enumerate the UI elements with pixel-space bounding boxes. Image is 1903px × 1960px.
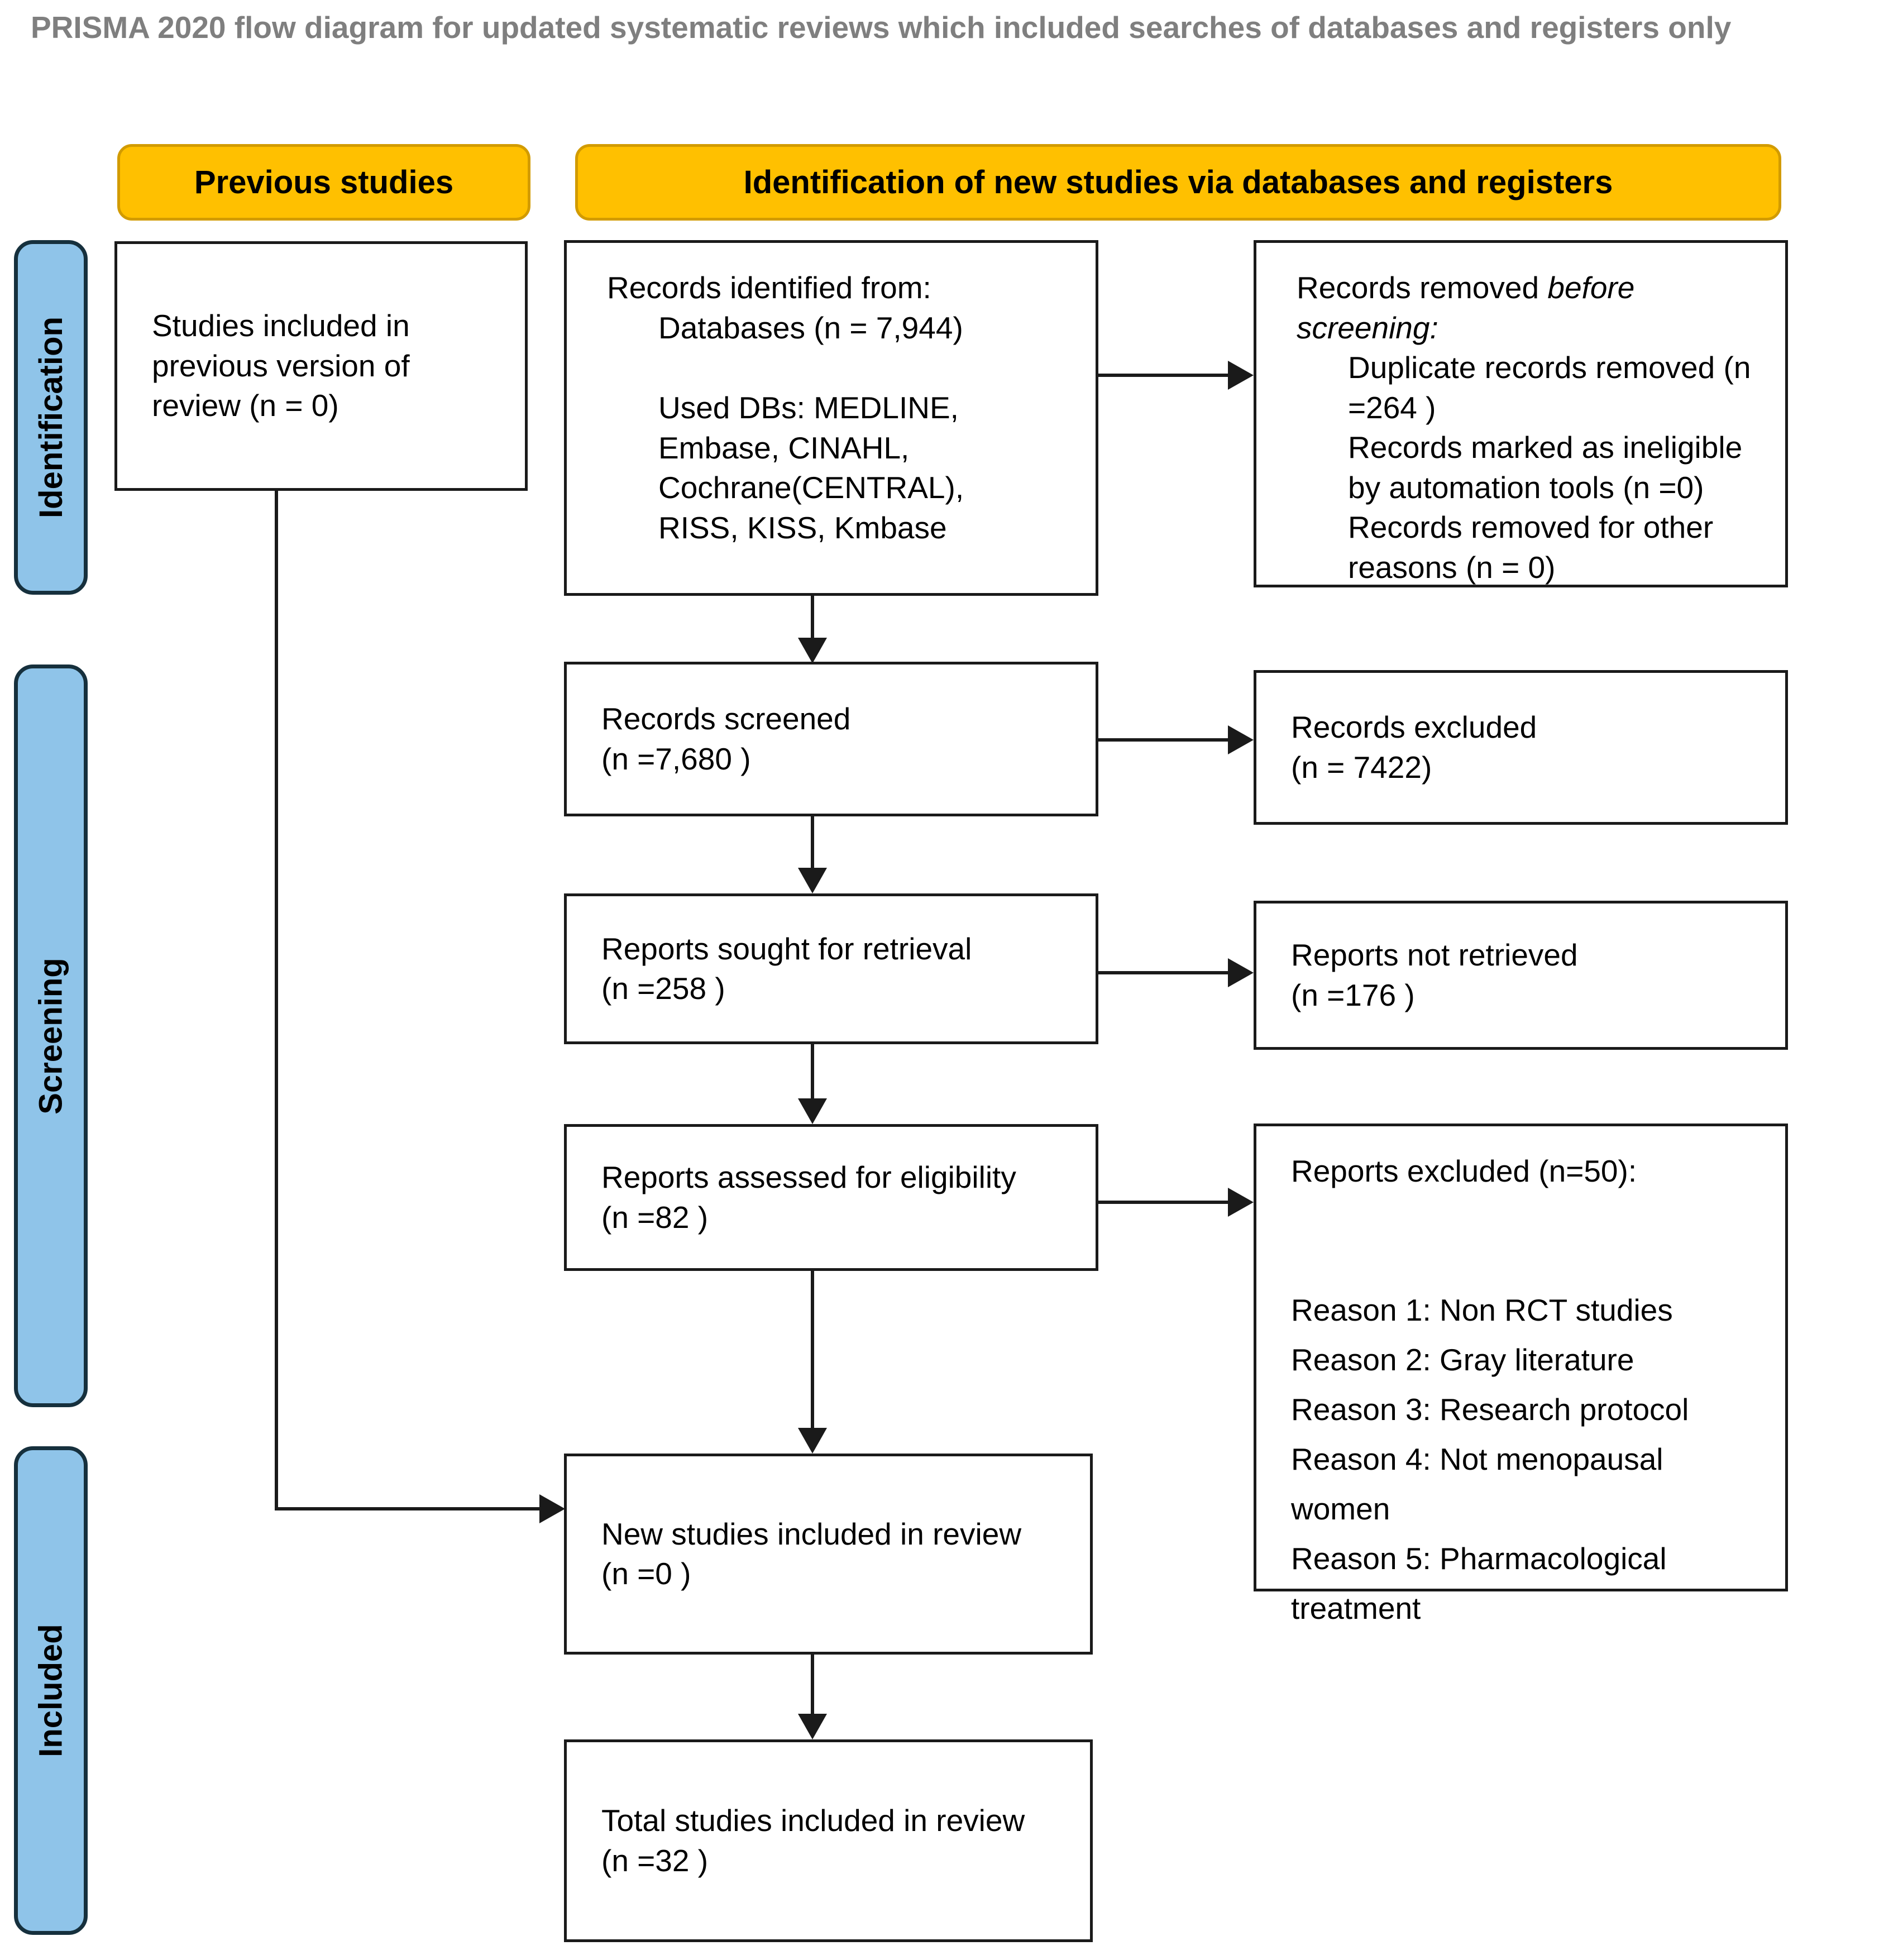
arrow-line — [1097, 1201, 1230, 1204]
records-screened-count: (n =7,680 ) — [601, 741, 751, 776]
records-removed-item-duplicates: Duplicate records removed (n =264 ) — [1348, 350, 1751, 425]
reports-excluded-heading: Reports excluded (n=50): — [1291, 1154, 1637, 1188]
total-included-count: (n =32 ) — [601, 1843, 709, 1878]
total-included-label: Total studies included in review — [601, 1803, 1025, 1838]
arrowhead-right-icon — [539, 1494, 565, 1523]
arrowhead-right-icon — [1228, 361, 1254, 390]
arrow-line-vertical — [275, 489, 278, 1510]
box-reports-assessed: Reports assessed for eligibility (n =82 … — [564, 1124, 1098, 1271]
box-new-included: New studies included in review (n =0 ) — [564, 1454, 1093, 1655]
exclusion-reason-2: Reason 2: Gray literature — [1291, 1342, 1634, 1377]
records-removed-item-automation: Records marked as ineligible by automati… — [1348, 430, 1743, 505]
column-header-new-studies-label: Identification of new studies via databa… — [743, 164, 1613, 200]
stage-included-label: Included — [32, 1624, 69, 1757]
reports-sought-label: Reports sought for retrieval — [601, 931, 972, 966]
box-previous-version-text: Studies included in previous version of … — [152, 308, 410, 423]
arrow-line — [811, 593, 814, 639]
reports-sought-count: (n =258 ) — [601, 971, 725, 1006]
new-included-count: (n =0 ) — [601, 1556, 691, 1591]
page-title: PRISMA 2020 flow diagram for updated sys… — [31, 10, 1732, 45]
exclusion-reason-5: Reason 5: Pharmacological treatment — [1291, 1541, 1667, 1626]
records-removed-intro-italic: before screening — [1297, 270, 1635, 345]
records-identified-line1: Records identified from: — [607, 270, 931, 305]
reports-excluded-reasons: Reason 1: Non RCT studies Reason 2: Gray… — [1291, 1285, 1766, 1634]
reports-not-retrieved-label: Reports not retrieved — [1291, 938, 1578, 972]
arrow-line — [811, 814, 814, 870]
arrowhead-down-icon — [798, 1714, 827, 1739]
box-reports-sought: Reports sought for retrieval (n =258 ) — [564, 893, 1098, 1044]
arrow-line — [811, 1043, 814, 1100]
records-removed-item-other: Records removed for other reasons (n = 0… — [1348, 510, 1714, 585]
box-records-excluded: Records excluded (n = 7422) — [1254, 670, 1788, 825]
arrowhead-right-icon — [1228, 958, 1254, 987]
records-excluded-label: Records excluded — [1291, 710, 1537, 744]
column-header-previous-studies-label: Previous studies — [194, 164, 454, 200]
arrowhead-down-icon — [798, 1428, 827, 1454]
arrow-line — [1097, 374, 1230, 377]
arrowhead-down-icon — [798, 868, 827, 893]
box-records-screened: Records screened (n =7,680 ) — [564, 662, 1098, 816]
stage-screening-label: Screening — [32, 957, 69, 1115]
arrowhead-down-icon — [798, 1098, 827, 1124]
box-records-identified: Records identified from: Databases (n = … — [564, 240, 1098, 596]
box-reports-not-retrieved: Reports not retrieved (n =176 ) — [1254, 901, 1788, 1050]
box-total-included: Total studies included in review (n =32 … — [564, 1739, 1093, 1942]
box-previous-version: Studies included in previous version of … — [114, 241, 528, 491]
stage-screening: Screening — [14, 665, 88, 1407]
stage-identification-label: Identification — [32, 317, 69, 518]
arrowhead-right-icon — [1228, 1188, 1254, 1217]
records-screened-label: Records screened — [601, 701, 851, 736]
records-removed-intro: Records removed before screening: — [1297, 268, 1766, 348]
arrow-line — [1097, 971, 1230, 974]
records-removed-intro-suffix: : — [1429, 310, 1438, 345]
arrowhead-down-icon — [798, 638, 827, 663]
box-records-removed: Records removed before screening: Duplic… — [1254, 240, 1788, 587]
stage-included: Included — [14, 1446, 88, 1935]
arrow-line-horizontal — [275, 1507, 541, 1510]
arrowhead-right-icon — [1228, 725, 1254, 754]
reports-not-retrieved-count: (n =176 ) — [1291, 977, 1415, 1012]
exclusion-reason-1: Reason 1: Non RCT studies — [1291, 1292, 1673, 1327]
exclusion-reason-4: Reason 4: Not menopausal women — [1291, 1441, 1663, 1526]
box-reports-excluded: Reports excluded (n=50): Reason 1: Non R… — [1254, 1124, 1788, 1626]
records-identified-line3: Used DBs: MEDLINE, Embase, CINAHL, Cochr… — [658, 390, 964, 545]
reports-assessed-count: (n =82 ) — [601, 1199, 709, 1235]
stage-identification: Identification — [14, 240, 88, 595]
records-removed-intro-normal: Records removed — [1297, 270, 1548, 305]
arrow-line — [811, 1653, 814, 1716]
records-identified-spacer — [607, 348, 1076, 388]
new-included-label: New studies included in review — [601, 1516, 1022, 1551]
arrow-line — [1097, 738, 1230, 742]
arrow-line — [811, 1269, 814, 1430]
reports-assessed-label: Reports assessed for eligibility — [601, 1160, 1016, 1194]
column-header-new-studies: Identification of new studies via databa… — [575, 144, 1781, 221]
exclusion-reason-3: Reason 3: Research protocol — [1291, 1392, 1689, 1427]
records-identified-line2: Databases (n = 7,944) — [658, 310, 963, 345]
records-excluded-count: (n = 7422) — [1291, 749, 1432, 785]
column-header-previous-studies: Previous studies — [117, 144, 530, 221]
